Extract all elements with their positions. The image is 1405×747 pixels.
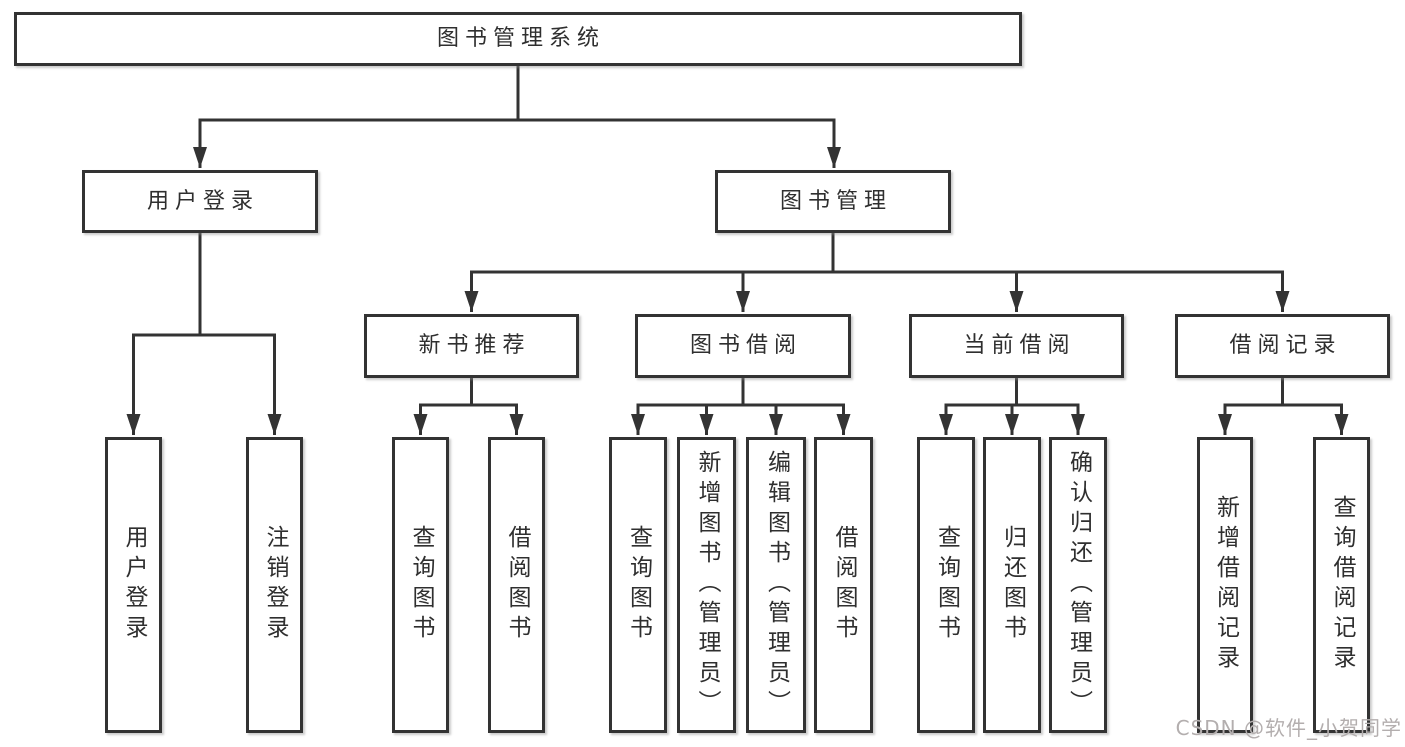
leaf-query-borrow-record-label: 查询借阅记录 xyxy=(1329,495,1355,675)
node-borrow-records: 借阅记录 xyxy=(1175,314,1390,378)
leaf-return-books-label: 归还图书 xyxy=(999,525,1026,645)
leaf-query-books-current: 查询图书 xyxy=(917,437,975,733)
leaf-return-books: 归还图书 xyxy=(983,437,1041,733)
leaf-borrow-books-borrowing-label: 借阅图书 xyxy=(831,525,857,645)
node-new-book-recommend-label: 新书推荐 xyxy=(418,333,531,358)
leaf-query-books-current-label: 查询图书 xyxy=(933,525,960,645)
node-borrow-records-label: 借阅记录 xyxy=(1229,333,1342,358)
leaf-borrow-books-recommend-label: 借阅图书 xyxy=(504,525,530,645)
leaf-user-login-label: 用户登录 xyxy=(121,525,147,645)
node-user-login-label: 用户登录 xyxy=(146,188,259,214)
leaf-query-books-recommend-label: 查询图书 xyxy=(408,525,434,645)
node-root: 图书管理系统 xyxy=(14,12,1022,66)
leaf-query-books-recommend: 查询图书 xyxy=(392,437,449,733)
node-book-borrowing-label: 图书借阅 xyxy=(689,333,802,358)
leaf-query-borrow-record: 查询借阅记录 xyxy=(1313,437,1370,733)
node-book-borrowing: 图书借阅 xyxy=(635,314,851,378)
node-user-login: 用户登录 xyxy=(82,170,318,233)
leaf-user-login: 用户登录 xyxy=(105,437,162,733)
leaf-borrow-books-borrowing: 借阅图书 xyxy=(814,437,873,733)
leaf-query-books-borrowing: 查询图书 xyxy=(609,437,667,733)
csdn-watermark: CSDN @软件_小贺同学 xyxy=(1175,716,1402,740)
leaf-add-books-admin-label: 新增图书（管理员） xyxy=(694,450,720,720)
leaf-query-books-borrowing-label: 查询图书 xyxy=(625,525,652,645)
leaf-confirm-return-admin: 确认归还（管理员） xyxy=(1049,437,1107,733)
node-book-management-label: 图书管理 xyxy=(779,188,892,214)
node-current-borrowing: 当前借阅 xyxy=(909,314,1124,378)
leaf-edit-books-admin: 编辑图书（管理员） xyxy=(746,437,806,733)
leaf-add-borrow-record-label: 新增借阅记录 xyxy=(1212,495,1239,675)
leaf-confirm-return-admin-label: 确认归还（管理员） xyxy=(1065,450,1092,720)
node-current-borrowing-label: 当前借阅 xyxy=(963,333,1076,358)
node-new-book-recommend: 新书推荐 xyxy=(364,314,579,378)
leaf-logout-label: 注销登录 xyxy=(262,525,288,645)
node-book-management: 图书管理 xyxy=(715,170,951,233)
leaf-logout: 注销登录 xyxy=(246,437,303,733)
leaf-edit-books-admin-label: 编辑图书（管理员） xyxy=(763,450,790,720)
leaf-add-books-admin: 新增图书（管理员） xyxy=(677,437,736,733)
node-root-label: 图书管理系统 xyxy=(436,26,605,51)
leaf-borrow-books-recommend: 借阅图书 xyxy=(488,437,545,733)
leaf-add-borrow-record: 新增借阅记录 xyxy=(1197,437,1253,733)
